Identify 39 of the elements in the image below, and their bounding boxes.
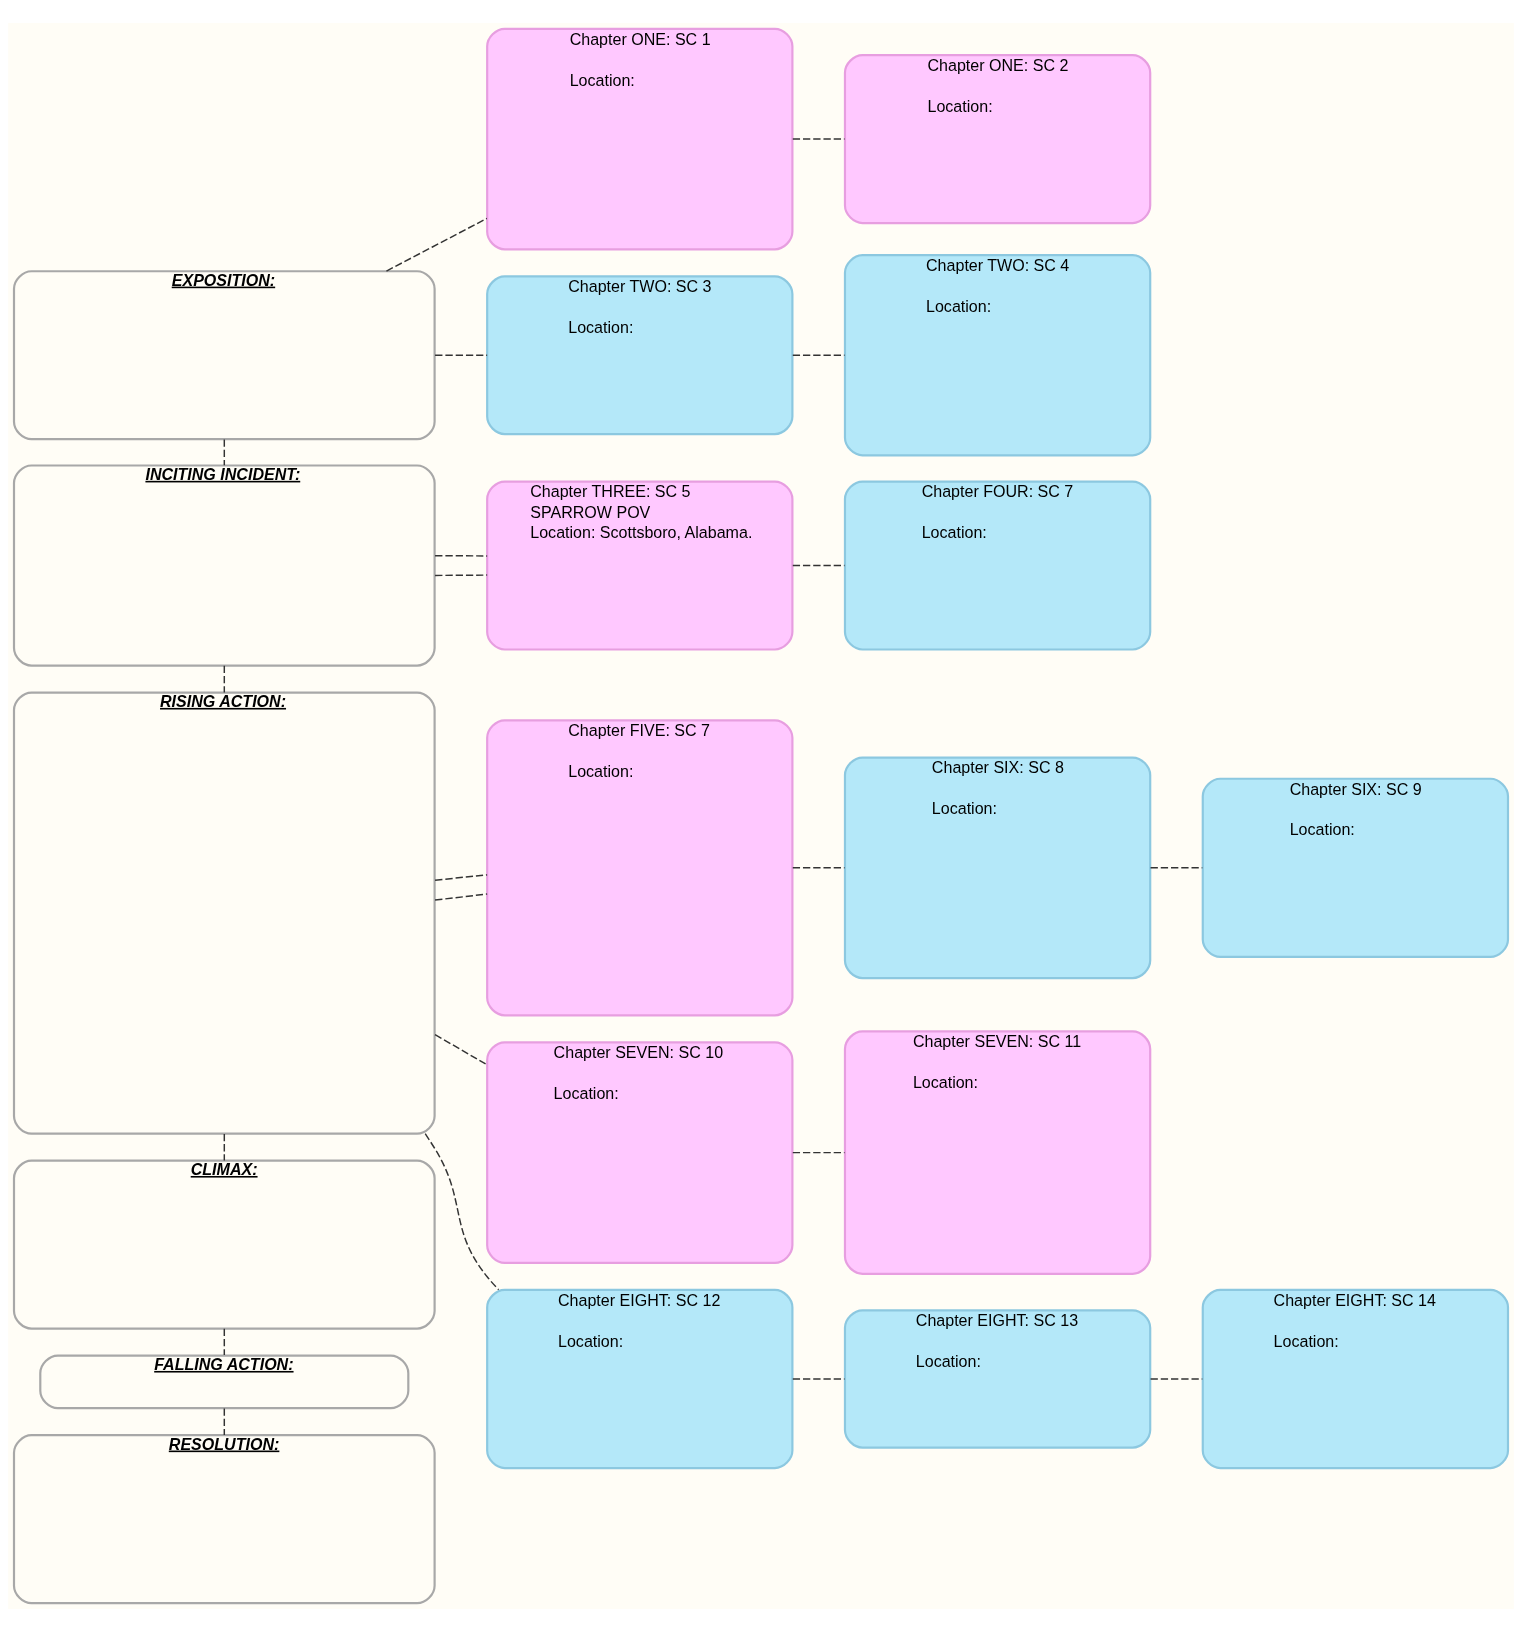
connector	[434, 554, 488, 557]
node-box: Chapter SIX: SC 9 Location:	[1201, 777, 1510, 959]
connector	[223, 665, 226, 694]
node-box: Chapter EIGHT: SC 12 Location:	[486, 1288, 794, 1470]
connector	[434, 354, 488, 356]
connector	[792, 564, 846, 567]
node-box: Chapter ONE: SC 2 Location:	[843, 54, 1152, 225]
connector	[792, 354, 846, 356]
connector	[434, 893, 488, 901]
connector	[223, 1328, 226, 1356]
node-box: Chapter EIGHT: SC 14 Location:	[1201, 1288, 1510, 1470]
node-box: Chapter FIVE: SC 7 Location:	[486, 719, 794, 1017]
connector	[385, 217, 488, 272]
node-box: Chapter THREE: SC 5 SPARROW POV Location: Scottsboro, Alabama.	[486, 480, 794, 651]
node-box: Chapter ONE: SC 1 Location:	[486, 27, 794, 251]
node-box: EXPOSITION:	[12, 270, 436, 441]
node-box: Chapter TWO: SC 3 Location:	[486, 275, 794, 436]
node-box: Chapter SEVEN: SC 10 Location:	[486, 1041, 794, 1264]
connector	[223, 438, 226, 467]
node-box: INCITING INCIDENT:	[12, 464, 436, 667]
connector	[223, 1407, 226, 1436]
connector	[792, 1378, 846, 1380]
node-box: RISING ACTION:	[12, 691, 436, 1135]
connector	[434, 574, 488, 577]
node-box: CLIMAX:	[12, 1159, 436, 1330]
node-box: Chapter TWO: SC 4 Location:	[843, 254, 1152, 457]
node-box: Chapter SIX: SC 8 Location:	[843, 756, 1152, 980]
connector	[223, 1133, 226, 1162]
node-box: Chapter FOUR: SC 7 Location:	[843, 480, 1152, 651]
connector	[792, 867, 846, 869]
node-box: RESOLUTION:	[12, 1434, 436, 1605]
connector	[434, 874, 488, 881]
node-box: Chapter SEVEN: SC 11 Location:	[843, 1030, 1152, 1275]
node-box: FALLING ACTION:	[39, 1354, 410, 1410]
connector	[792, 1151, 846, 1154]
connector	[792, 138, 846, 140]
node-box: Chapter EIGHT: SC 13 Location:	[843, 1309, 1152, 1449]
connector	[424, 1132, 500, 1291]
connector	[434, 1033, 488, 1066]
